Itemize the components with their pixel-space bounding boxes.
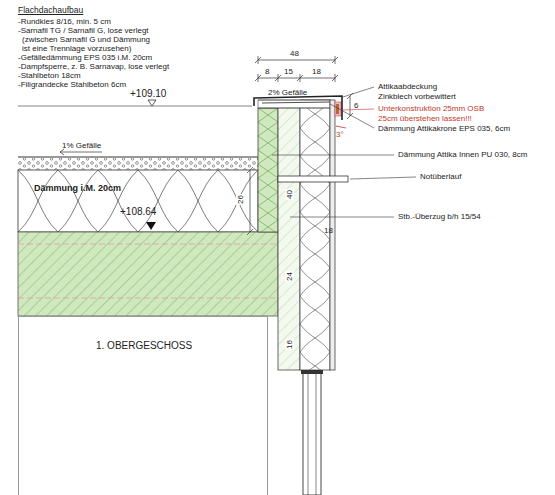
room-name: 1. OBERGESCHOSS (96, 340, 192, 351)
annotation-label: 3° (336, 130, 344, 139)
annotation-label: Unterkonstruktion 25mm OSB (378, 104, 484, 113)
annotation-label: Stb.-Überzug b/h 15/54 (398, 212, 481, 221)
dimension-value: 26 (236, 194, 245, 205)
annotation-label: 48 (290, 49, 299, 58)
dimension-value: 40 (285, 189, 294, 200)
dimension-value: 16 (285, 339, 294, 350)
annotation-label: -Stahlbeton 18cm (18, 71, 81, 80)
annotation-label: -Sarnafil TG / Sarnafil G, lose verlegt (18, 26, 149, 35)
annotation-label: Zinkblech vorbewittert (378, 92, 456, 101)
annotation-label: Attikaabdeckung (378, 82, 437, 91)
annotation-label: (zwischen Sarnafil G und Dämmung (22, 35, 150, 44)
room-area: 1. OBERGESCHOSS (18, 316, 268, 495)
annotation-label: -Rundkies 8/16, min. 5 cm (18, 17, 111, 26)
annotation-label: 15 (284, 67, 293, 76)
annotation-label: Dämmung i.M. 20cm (34, 184, 121, 193)
annotation-label: 2% Gefälle (268, 88, 307, 97)
dimension-value: 24 (285, 271, 294, 282)
annotation-label: -Dampfsperre, z. B. Sarnavap, lose verle… (18, 62, 169, 71)
annotation-label: +108.64 (120, 207, 156, 216)
annotation-label: ist eine Trennlage vorzusehen) (22, 44, 131, 53)
annotation-label: -Filigrandecke Stahlbeton 6cm (18, 80, 126, 89)
annotation-label: 6 (354, 101, 358, 110)
annotation-label: +109.10 (130, 89, 166, 98)
annotation-label: Flachdachaufbau (18, 6, 83, 15)
annotation-label: 8 (265, 67, 269, 76)
annotation-label: -Gefälledämmung EPS 035 i.M. 20cm (18, 53, 152, 62)
annotation-label: Dämmung Attikakrone EPS 035, 6cm (378, 124, 510, 133)
annotation-label: 25cm überstehen lassen!!! (378, 114, 472, 123)
annotation-label: Notüberlauf (420, 172, 461, 181)
annotation-label: 1% Gefälle (62, 141, 101, 150)
annotation-label: 18 (324, 226, 333, 235)
annotation-label: Dämmung Attika Innen PU 030, 8cm (398, 150, 527, 159)
annotation-label: 18 (312, 67, 321, 76)
